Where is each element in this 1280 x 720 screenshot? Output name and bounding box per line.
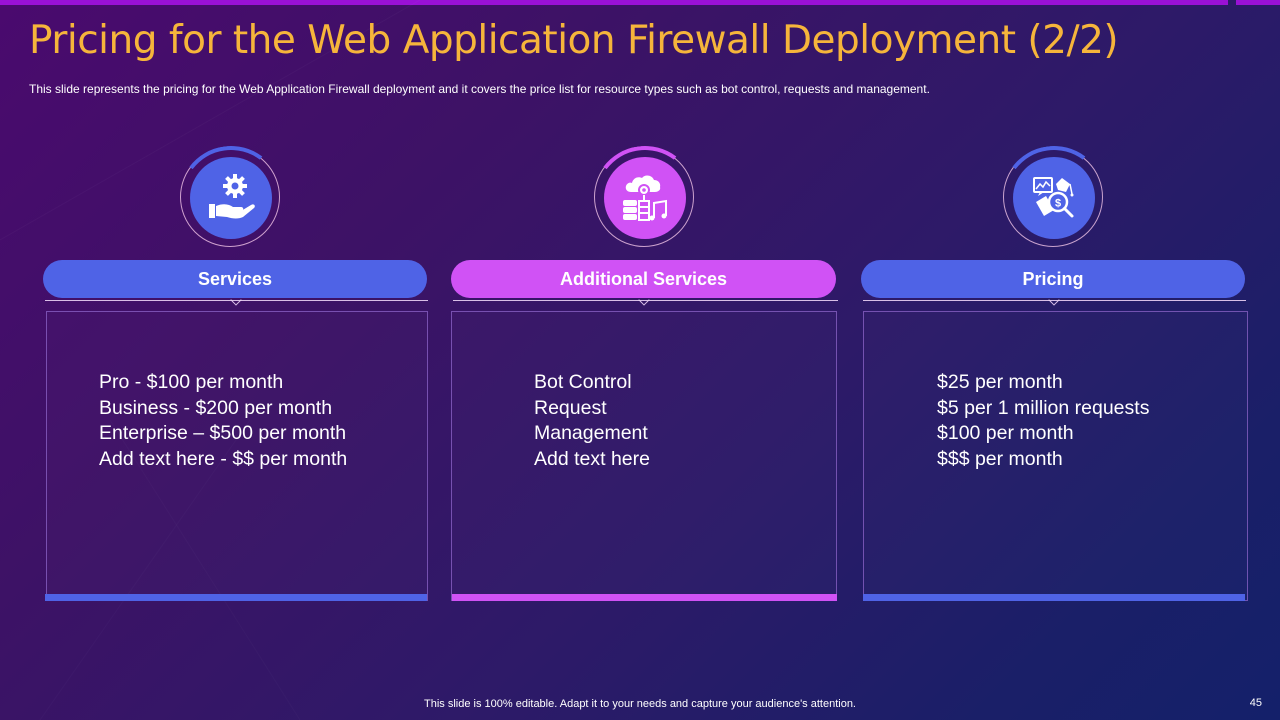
- services-icon-circle: [190, 157, 272, 239]
- pricing-list: $25 per month $5 per 1 million requests …: [937, 370, 1149, 473]
- header-underline: [863, 300, 1246, 301]
- additional-services-list: Bot Control Request Management Add text …: [534, 370, 650, 473]
- list-item: Add text here - $$ per month: [99, 448, 348, 471]
- page-title: Pricing for the Web Application Firewall…: [29, 18, 1119, 63]
- list-item: $5 per 1 million requests: [937, 396, 1150, 419]
- additional-services-icon-ring: [586, 139, 704, 257]
- pricing-icon-circle: $: [1013, 157, 1095, 239]
- services-list: Pro - $100 per month Business - $200 per…: [99, 370, 347, 473]
- additional-services-bottom-bar: [452, 594, 837, 601]
- services-header-label: Services: [197, 268, 273, 289]
- pricing-icon-ring: $: [995, 139, 1113, 257]
- pricing-card: $25 per month $5 per 1 million requests …: [863, 311, 1248, 601]
- page-number: 45: [1249, 697, 1262, 709]
- additional-services-icon-circle: [604, 157, 686, 239]
- list-item: Add text here: [534, 448, 650, 471]
- hand-gear-icon: [209, 174, 255, 219]
- footer-note: This slide is 100% editable. Adapt it to…: [424, 698, 856, 710]
- pricing-header-label: Pricing: [1022, 268, 1084, 289]
- pricing-header: Pricing: [861, 260, 1245, 298]
- top-accent-bar: [0, 0, 1228, 5]
- list-item: Enterprise – $500 per month: [99, 422, 347, 445]
- top-accent-bar-right: [1236, 0, 1280, 5]
- list-item: $100 per month: [937, 422, 1074, 445]
- services-header: Services: [43, 260, 427, 298]
- services-bottom-bar: [45, 594, 427, 601]
- list-item: Bot Control: [534, 371, 632, 393]
- list-item: Management: [534, 422, 648, 445]
- list-item: $25 per month: [937, 371, 1063, 393]
- page-subtitle: This slide represents the pricing for th…: [29, 82, 930, 96]
- additional-services-card: Bot Control Request Management Add text …: [451, 311, 837, 601]
- additional-services-header: Additional Services: [451, 260, 836, 298]
- list-item: Pro - $100 per month: [99, 371, 284, 393]
- cloud-server-icon: [623, 175, 667, 221]
- services-icon-ring: [172, 139, 290, 257]
- svg-text:$: $: [1055, 198, 1061, 210]
- services-card: Pro - $100 per month Business - $200 per…: [46, 311, 428, 601]
- list-item: Business - $200 per month: [99, 396, 333, 419]
- list-item: $$$ per month: [937, 448, 1063, 471]
- list-item: Request: [534, 396, 607, 419]
- additional-services-header-label: Additional Services: [559, 268, 728, 289]
- header-underline: [45, 300, 428, 301]
- pricing-bottom-bar: [863, 594, 1245, 601]
- pricing-analysis-icon: $: [1033, 177, 1074, 218]
- header-underline: [453, 300, 838, 301]
